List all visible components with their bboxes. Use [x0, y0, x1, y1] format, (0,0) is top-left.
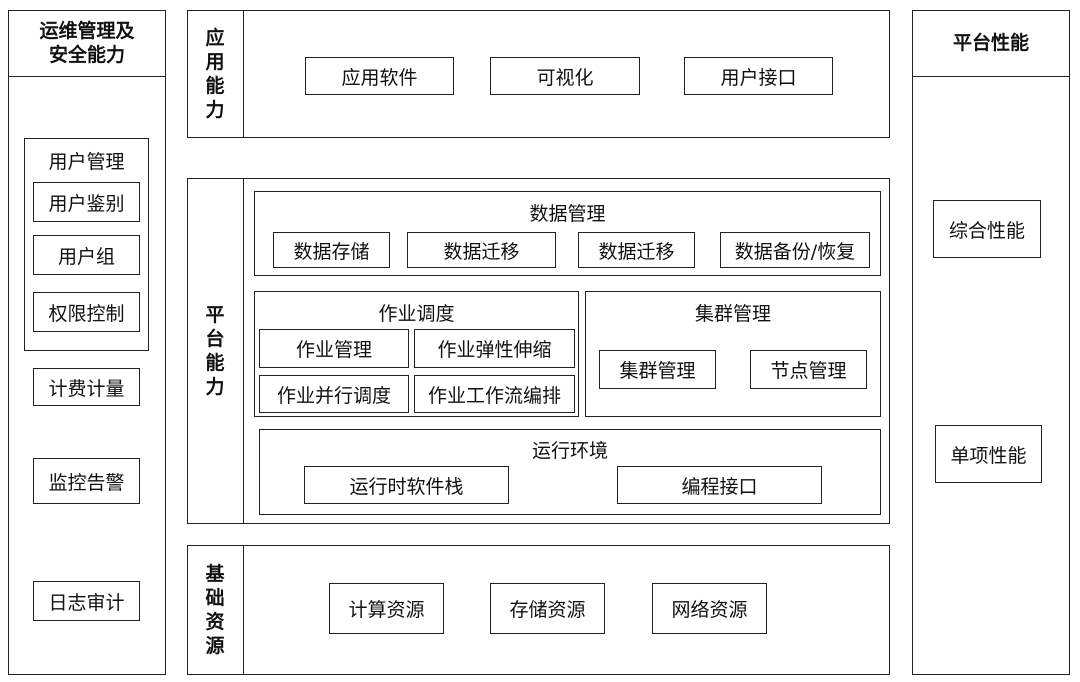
infrastructure-resources-label: 基 础 资 源 — [187, 545, 243, 675]
cluster-management-title: 集群管理 — [694, 303, 771, 325]
infra-label-char-2: 础 — [205, 587, 225, 609]
runtime-software-stack-box: 运行时软件栈 — [304, 466, 509, 504]
permission-control-box: 权限控制 — [33, 292, 140, 332]
ops-security-header: 运维管理及 安全能力 — [8, 10, 166, 76]
network-resources-box: 网络资源 — [652, 583, 767, 634]
cluster-management-box: 集群管理 — [599, 350, 716, 389]
ops-title-line1: 运维管理及 — [39, 20, 135, 42]
job-workflow-orchestration-box: 作业工作流编排 — [414, 375, 575, 413]
runtime-environment-title: 运行环境 — [531, 440, 608, 462]
infra-label-char-1: 基 — [205, 563, 225, 585]
perf-header-divider — [912, 76, 1070, 77]
app-label-char-4: 力 — [205, 99, 225, 121]
ops-title-line2: 安全能力 — [48, 44, 125, 66]
ops-header-divider — [8, 76, 166, 77]
platform-capability-label: 平 台 能 力 — [187, 178, 243, 524]
job-management-box: 作业管理 — [259, 329, 409, 368]
log-audit-box: 日志审计 — [33, 581, 140, 621]
user-mgmt-title: 用户管理 — [48, 151, 125, 173]
platform-performance-column — [912, 10, 1070, 675]
user-interface-box: 用户接口 — [684, 57, 833, 95]
job-elastic-scaling-box: 作业弹性伸缩 — [414, 329, 575, 368]
visualization-box: 可视化 — [490, 57, 640, 95]
data-migration-box-1: 数据迁移 — [407, 232, 556, 268]
app-label-char-3: 能 — [205, 75, 225, 97]
platform-label-char-1: 平 — [205, 304, 225, 326]
application-capability-label: 应 用 能 力 — [187, 10, 243, 138]
app-label-char-1: 应 — [205, 27, 225, 49]
job-scheduling-title: 作业调度 — [378, 303, 455, 325]
compute-resources-box: 计算资源 — [329, 583, 444, 634]
single-item-performance-box: 单项性能 — [935, 425, 1042, 483]
user-authentication-box: 用户鉴别 — [33, 182, 140, 222]
platform-label-char-2: 台 — [205, 328, 225, 350]
job-parallel-scheduling-box: 作业并行调度 — [259, 375, 409, 413]
app-label-char-2: 用 — [205, 51, 225, 73]
comprehensive-performance-box: 综合性能 — [933, 200, 1041, 258]
infrastructure-label-divider — [243, 545, 244, 675]
platform-label-divider — [243, 178, 244, 524]
data-storage-box: 数据存储 — [273, 232, 390, 268]
user-group-box: 用户组 — [33, 235, 140, 275]
programming-interface-box: 编程接口 — [617, 466, 822, 504]
application-software-box: 应用软件 — [305, 57, 454, 95]
node-management-box: 节点管理 — [750, 350, 867, 389]
platform-label-char-4: 力 — [205, 376, 225, 398]
storage-resources-box: 存储资源 — [490, 583, 605, 634]
infra-label-char-3: 资 — [205, 611, 225, 633]
data-migration-box-2: 数据迁移 — [578, 232, 695, 268]
platform-performance-header: 平台性能 — [952, 32, 1029, 54]
platform-label-char-3: 能 — [205, 352, 225, 374]
monitoring-alarm-box: 监控告警 — [33, 458, 140, 504]
infra-label-char-4: 源 — [205, 635, 225, 657]
data-management-title: 数据管理 — [529, 203, 606, 225]
data-backup-restore-box: 数据备份/恢复 — [720, 232, 870, 268]
billing-metering-box: 计费计量 — [33, 368, 140, 406]
application-label-divider — [243, 10, 244, 138]
